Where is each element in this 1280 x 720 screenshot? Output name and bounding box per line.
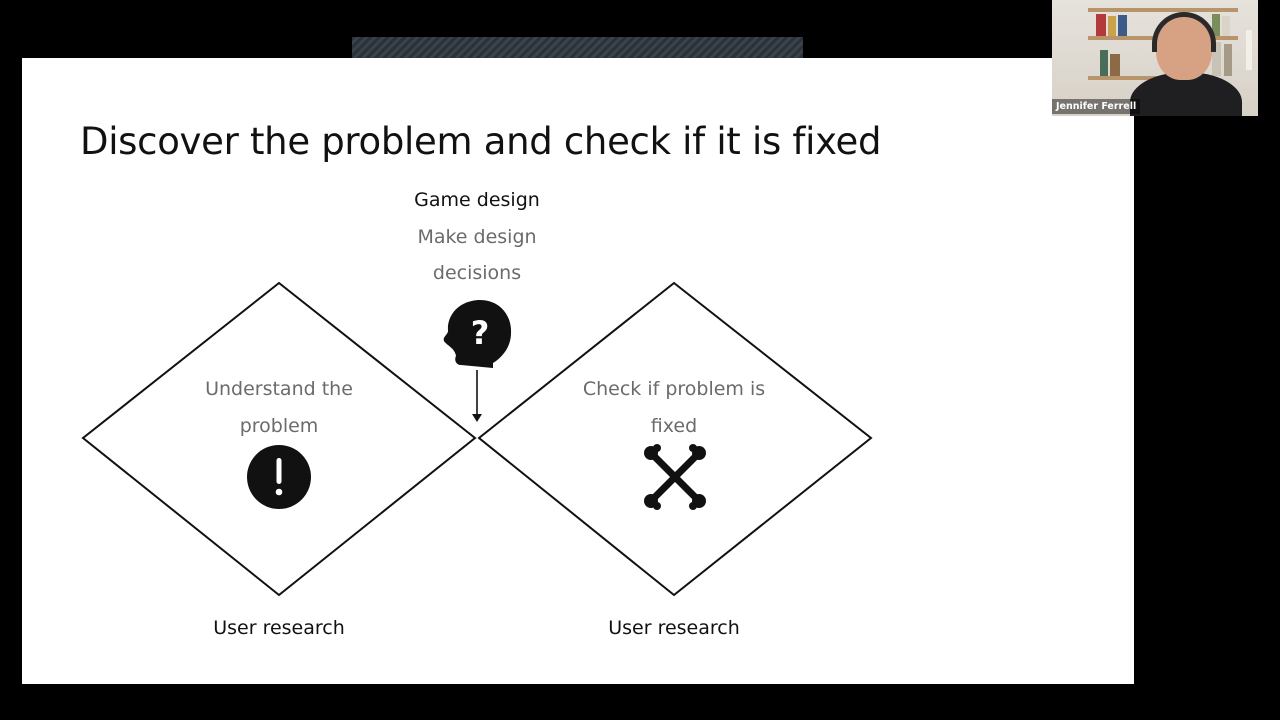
slide-title: Discover the problem and check if it is … <box>80 120 882 163</box>
center-line-1: Make design <box>417 226 537 248</box>
shelf <box>1088 8 1238 12</box>
book <box>1222 16 1230 36</box>
center-heading: Game design <box>414 189 540 211</box>
crossed-tools-icon <box>648 450 702 504</box>
book <box>1224 44 1232 76</box>
right-line-1: Check if problem is <box>582 378 766 400</box>
presentation-slide: Discover the problem and check if it is … <box>22 58 1134 684</box>
left-bottom-label: User research <box>213 617 345 639</box>
exclamation-circle-icon <box>247 445 311 509</box>
down-arrow-icon <box>472 370 482 422</box>
shelf <box>1088 76 1158 80</box>
book <box>1212 42 1221 76</box>
book <box>1108 16 1116 36</box>
left-diamond <box>81 281 477 597</box>
headset-icon <box>1152 12 1216 52</box>
svg-text:?: ? <box>471 314 490 352</box>
right-line-2: fixed <box>650 415 698 437</box>
wall-frame <box>1246 30 1252 70</box>
book <box>1096 14 1106 36</box>
book <box>1118 15 1127 36</box>
book <box>1110 54 1120 76</box>
center-line-2: decisions <box>432 262 522 284</box>
left-line-2: problem <box>239 415 319 437</box>
right-diamond <box>477 281 873 597</box>
right-bottom-label: User research <box>608 617 740 639</box>
participant-name: Jennifer Ferrell <box>1052 99 1141 114</box>
double-diamond-diagram: ? <box>81 281 873 597</box>
left-line-1: Understand the <box>205 378 353 400</box>
participant-video-tile[interactable]: Jennifer Ferrell <box>1052 0 1258 116</box>
book <box>1100 50 1108 76</box>
book <box>1212 14 1220 36</box>
head-question-icon: ? <box>443 299 512 368</box>
